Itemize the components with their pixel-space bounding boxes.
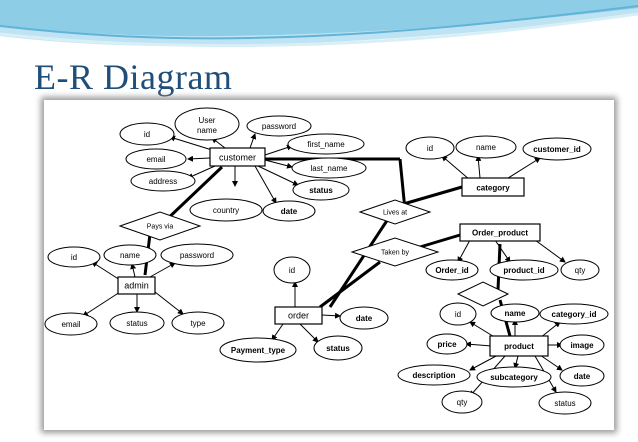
entity-order: order — [274, 306, 323, 325]
svg-text:status: status — [554, 399, 575, 408]
attr-customer-status: status — [292, 179, 350, 201]
svg-text:customer: customer — [219, 153, 256, 163]
svg-text:last_name: last_name — [311, 164, 348, 173]
relationship-lives-at: Lives at — [358, 199, 432, 225]
svg-text:qty: qty — [457, 398, 468, 407]
entity-customer: customer — [209, 147, 266, 167]
attr-admin-email: email — [44, 312, 98, 336]
svg-text:admin: admin — [124, 281, 149, 291]
svg-text:category: category — [476, 184, 510, 193]
svg-text:customer_id: customer_id — [533, 145, 581, 154]
attr-category-id: id — [405, 136, 455, 160]
attr-product-name: name — [490, 303, 540, 323]
svg-text:date: date — [574, 372, 591, 381]
svg-text:email: email — [146, 155, 165, 164]
svg-text:id: id — [455, 310, 461, 319]
svg-text:address: address — [149, 177, 177, 186]
er-diagram: customer admin order category Order_prod… — [44, 107, 609, 415]
attr-order-id: id — [273, 256, 311, 284]
attr-order-payment-type: Payment_type — [219, 337, 297, 363]
attr-customer-address: address — [130, 170, 196, 192]
svg-text:qty: qty — [575, 266, 586, 275]
attr-customer-id: id — [119, 122, 175, 146]
svg-text:Lives at: Lives at — [383, 210, 407, 217]
diagram-frame: customer admin order category Order_prod… — [44, 100, 614, 430]
svg-text:order: order — [288, 311, 309, 321]
svg-text:status: status — [126, 319, 147, 328]
attr-customer-country: country — [189, 198, 263, 222]
svg-text:product_id: product_id — [503, 266, 544, 275]
attr-customer-first-name: first_name — [287, 133, 365, 155]
attr-category-customer-id: customer_id — [522, 137, 592, 161]
svg-text:Order_id: Order_id — [435, 266, 468, 275]
attr-order-status: status — [313, 335, 363, 361]
attr-product-status: status — [538, 391, 592, 415]
attr-customer-last-name: last_name — [291, 157, 367, 179]
slide-title: E-R Diagram — [34, 57, 233, 97]
svg-text:id: id — [427, 144, 433, 153]
svg-text:Order_product: Order_product — [472, 229, 528, 238]
svg-text:password: password — [262, 122, 296, 131]
svg-text:subcategory: subcategory — [490, 373, 538, 382]
svg-text:Payment_type: Payment_type — [231, 346, 286, 355]
svg-text:description: description — [412, 371, 455, 380]
attr-op-product-id: product_id — [489, 259, 559, 281]
svg-text:type: type — [190, 319, 206, 328]
relationship-pays-via: Pays via — [118, 211, 202, 241]
entity-category: category — [461, 177, 525, 197]
svg-text:image: image — [570, 341, 594, 350]
relationship-unlabeled — [456, 281, 510, 307]
svg-text:price: price — [437, 340, 457, 349]
relationship-connectors — [143, 157, 512, 337]
attr-product-subcategory: subcategory — [476, 366, 552, 388]
attr-product-description: description — [397, 364, 471, 386]
svg-text:Taken by: Taken by — [381, 250, 410, 257]
svg-text:status: status — [309, 186, 333, 195]
svg-text:date: date — [281, 207, 298, 216]
svg-text:category_id: category_id — [552, 310, 597, 319]
entity-admin: admin — [117, 276, 156, 295]
svg-text:status: status — [326, 344, 350, 353]
svg-text:country: country — [213, 206, 239, 215]
attr-op-qty: qty — [560, 259, 600, 281]
svg-text:id: id — [144, 130, 150, 139]
attr-order-date: date — [339, 306, 389, 330]
attr-admin-password: password — [160, 243, 234, 267]
svg-text:password: password — [180, 251, 214, 260]
attr-customer-email: email — [125, 148, 187, 170]
svg-text:name: name — [505, 309, 526, 318]
attr-product-qty: qty — [441, 390, 483, 414]
svg-text:first_name: first_name — [307, 140, 345, 149]
svg-text:Pays via: Pays via — [147, 224, 174, 231]
attr-admin-type: type — [171, 311, 225, 335]
attr-product-price: price — [426, 333, 468, 355]
attr-product-image: image — [559, 334, 605, 356]
attr-customer-date: date — [262, 200, 316, 222]
attr-admin-status: status — [109, 311, 165, 335]
svg-text:id: id — [71, 253, 77, 262]
attr-product-category-id: category_id — [539, 303, 609, 325]
attr-product-id: id — [439, 302, 477, 326]
entity-product: product — [489, 335, 549, 357]
svg-text:product: product — [504, 342, 534, 351]
entity-order-product: Order_product — [459, 223, 541, 242]
header-swoosh — [0, 0, 638, 48]
attr-category-name: name — [455, 135, 517, 159]
svg-text:name: name — [120, 251, 141, 260]
attr-product-date: date — [559, 365, 605, 387]
svg-text:email: email — [61, 320, 80, 329]
relationship-taken-by: Taken by — [350, 237, 440, 267]
attr-admin-id: id — [47, 246, 101, 268]
attribute-connectors — [82, 133, 566, 397]
svg-text:id: id — [289, 266, 295, 275]
attr-op-order-id: Order_id — [425, 259, 479, 281]
svg-text:date: date — [356, 314, 373, 323]
svg-text:name: name — [476, 143, 497, 152]
attr-admin-name: name — [103, 244, 157, 266]
attr-customer-password: password — [246, 115, 312, 137]
